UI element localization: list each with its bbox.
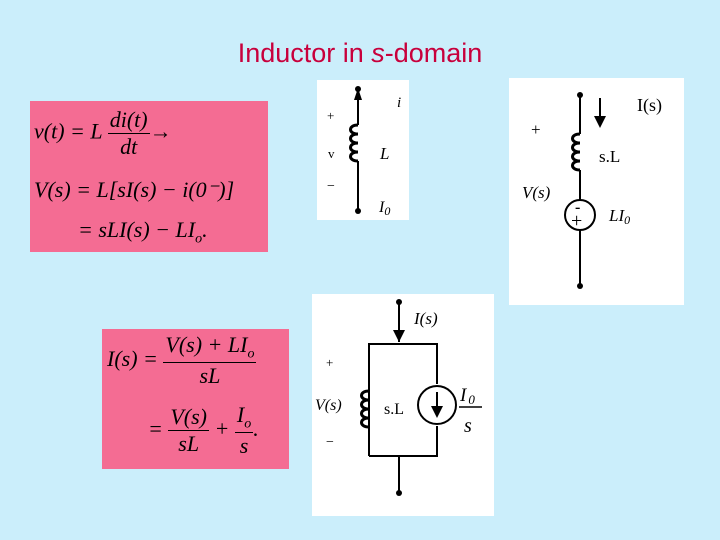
title-s: s <box>371 38 385 68</box>
current-arrow-icon <box>594 116 606 128</box>
time-domain-equations: v(t) = L di(t)dt→ V(s) = L[sI(s) − i(0⁻)… <box>30 101 268 252</box>
plus-sign: + <box>327 108 334 123</box>
source-minus: - <box>575 199 580 216</box>
initial-current-label: I0 <box>378 199 390 218</box>
equation-line-3: = sLI(s) − LIo. <box>78 217 208 247</box>
terminal-bottom <box>355 208 361 214</box>
inductor-coil-icon <box>349 123 359 163</box>
equation-line-1: v(t) = L di(t)dt→ <box>34 107 172 159</box>
current-label: I(s) <box>637 95 662 116</box>
terminal-bottom <box>577 283 583 289</box>
source-label: LI0 <box>608 206 630 227</box>
equation-line-2: V(s) = L[sI(s) − i(0⁻)] <box>34 177 235 202</box>
plus-sign: + <box>326 355 333 370</box>
time-domain-circuit: + v − i L I0 <box>317 80 409 220</box>
voltage-label: V(s) <box>315 397 342 414</box>
inductor-coil-icon <box>571 132 581 172</box>
inductor-coil-icon <box>360 389 370 429</box>
current-label: i <box>397 95 401 111</box>
derivative-fraction: di(t)dt <box>107 107 150 159</box>
source-arrow-icon <box>431 406 443 418</box>
current-arrow-icon <box>354 88 362 100</box>
source-plus: + <box>571 210 582 232</box>
series-model-circuit: - + I(s) + s.L V(s) LI0 <box>509 78 684 305</box>
plus-sign: + <box>531 120 541 139</box>
current-arrow-icon <box>393 330 405 342</box>
current-label: I(s) <box>413 309 438 328</box>
page-title: Inductor in s-domain <box>237 38 483 68</box>
impedance-label: s.L <box>599 147 620 166</box>
arrow-icon: → <box>149 118 172 144</box>
voltage-label: V(s) <box>522 183 551 202</box>
terminal-bottom <box>396 490 402 496</box>
impedance-label: s.L <box>384 401 404 418</box>
inductance-label: L <box>379 144 389 163</box>
minus-sign: − <box>327 179 335 194</box>
voltage-label: v <box>328 146 335 161</box>
minus-sign: − <box>326 435 334 450</box>
source-denominator: s <box>464 415 472 437</box>
